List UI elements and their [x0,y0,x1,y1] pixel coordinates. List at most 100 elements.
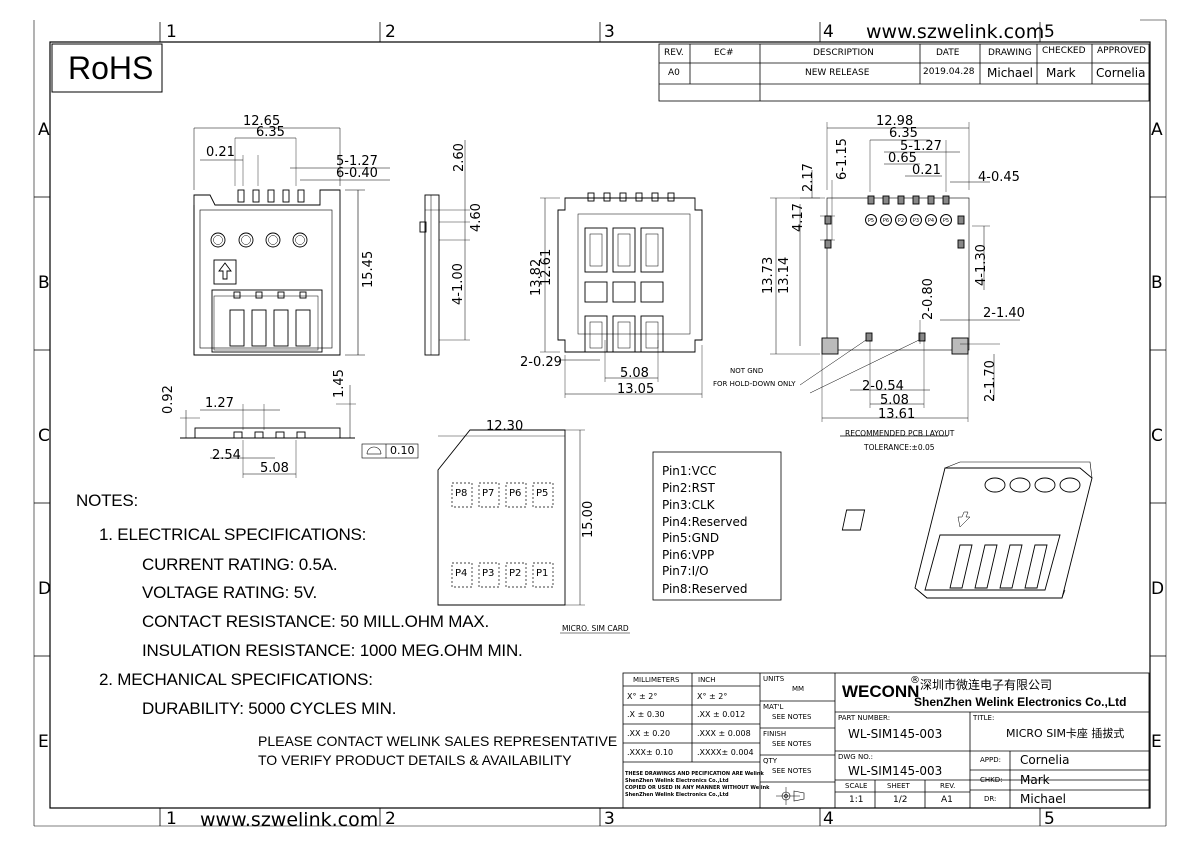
tb-tol-mm-4: .XXX± 0.10 [627,748,674,757]
dim-pcb-2-17: 2.17 [801,163,816,192]
tb-units-label: UNITS [763,675,785,683]
tb-scale-label: SCALE [845,782,868,790]
tb-appd-label: APPD: [980,756,1001,764]
zone-col-5: 5 [1044,22,1055,42]
tb-dwg-value: WL-SIM145-003 [848,764,943,778]
card-height: 15.00 [581,500,596,538]
notes-contact-1: PLEASE CONTACT WELINK SALES REPRESENTATI… [258,733,618,749]
rev-header-checked: CHECKED [1042,46,1086,56]
card-pad-p6: P6 [509,488,522,499]
tb-qty-value: SEE NOTES [772,767,812,775]
tb-dwg-label: DWG NO.: [838,753,874,761]
rev-header-drawing: DRAWING [988,48,1032,58]
watermark-bottom: www.szwelink.com [200,809,379,831]
card-pad-p7: P7 [482,488,495,499]
tb-tol-in-1: X° ± 2° [697,692,728,701]
dim-top-6-35: 6.35 [256,125,285,140]
zone-col-2: 2 [385,22,396,42]
dim-pcb-6-35: 6.35 [889,126,918,141]
zone-col-1-bottom: 1 [166,809,177,829]
zone-col-4-bottom: 4 [823,809,834,829]
notes-contact-2: TO VERIFY PRODUCT DETAILS & AVAILABILITY [258,752,572,768]
dim-pcb-0-21: 0.21 [912,163,941,178]
card-width: 12.30 [486,419,524,434]
title-block-grid [622,672,1150,809]
dim-pcb-2-1-40: 2-1.40 [983,306,1025,321]
notes-s1-item-2: VOLTAGE RATING: 5V. [142,583,318,602]
pinout-5: Pin5:GND [662,531,720,545]
pcb-pin-circle: P4 [925,214,937,226]
zone-col-2-bottom: 2 [385,809,396,829]
dim-bottom-12-61: 12.61 [539,248,554,286]
card-pad-p8: P8 [455,488,468,499]
card-pad-p3: P3 [482,568,495,579]
pcb-note-line2: FOR HOLD-DOWN ONLY [713,380,796,388]
dim-front-1-27: 1.27 [205,396,234,411]
dim-front-5-08: 5.08 [260,461,289,476]
tb-inch-header: INCH [698,676,716,684]
dim-top-pin-width: 6-0.40 [336,166,378,181]
rev-row-checked: Mark [1046,66,1076,80]
notes-s1-item-4: INSULATION RESISTANCE: 1000 MEG.OHM MIN. [142,641,523,660]
dim-pcb-13-73: 13.73 [761,256,776,294]
top-view [193,127,390,356]
tb-tol-in-2: .XX ± 0.012 [697,710,746,719]
tb-qty-label: QTY [763,757,778,765]
tb-company-en: ShenZhen Welink Electronics Co.,Ltd [914,695,1127,709]
pcb-note-line1: NOT GND [730,367,764,375]
rev-row-date: 2019.04.28 [923,67,975,77]
tb-brand: WECONN [842,682,920,701]
tb-scale-value: 1:1 [849,795,864,805]
dim-bottom-13-05: 13.05 [617,382,655,397]
dim-bottom-2-0-29: 2-0.29 [520,355,562,370]
dim-pcb-4-0-45: 4-0.45 [978,170,1020,185]
zone-col-3-bottom: 3 [604,809,615,829]
zone-row-c: C [38,426,50,446]
dim-pcb-2-0-54: 2-0.54 [862,379,904,394]
dim-side-4-1-00: 4-1.00 [451,263,466,305]
rev-header-ec: EC# [714,48,734,58]
dim-pcb-4-17: 4.17 [791,203,806,232]
zone-row-e-right: E [1151,732,1162,752]
dim-pcb-0-65: 0.65 [888,151,917,166]
pcb-tolerance: TOLERANCE:±0.05 [864,443,935,452]
rev-row-description: NEW RELEASE [805,68,870,78]
tb-finish-value: SEE NOTES [772,740,812,748]
rev-header-date: DATE [936,48,960,58]
micro-sim-card [437,429,630,634]
pcb-caption: RECOMMENDED PCB LAYOUT [845,429,955,438]
zone-row-d: D [38,579,52,599]
notes-section-1: 1. ELECTRICAL SPECIFICATIONS: [99,525,367,544]
rev-header-rev: REV. [664,48,684,58]
dim-top-0-21: 0.21 [206,145,235,160]
pinout-2: Pin2:RST [662,481,715,495]
zone-row-b-right: B [1151,273,1163,293]
dim-front-0-92: 0.92 [161,385,176,414]
zone-row-c-right: C [1151,426,1163,446]
dim-pcb-13-61: 13.61 [878,407,916,422]
pinout-1: Pin1:VCC [662,464,717,478]
zone-col-5-bottom: 5 [1044,809,1055,829]
tb-sheet-label: SHEET [887,782,910,790]
rev-row-rev: A0 [668,68,680,78]
side-view [419,140,470,356]
pcb-pin-circle: P6 [880,214,892,226]
tb-tol-mm-3: .XX ± 0.20 [627,729,671,738]
tb-title-value: MICRO SIM卡座 插拔式 [1006,727,1125,740]
tb-rev-label: REV. [940,782,956,790]
notes-section-2: 2. MECHANICAL SPECIFICATIONS: [99,670,373,689]
pinout-4: Pin4:Reserved [662,515,748,529]
dim-pcb-5-08: 5.08 [880,393,909,408]
tb-disclaimer-1: THESE DRAWINGS AND PECIFICATION ARE Weli… [625,771,764,777]
front-view [180,385,419,478]
zone-row-a-right: A [1151,120,1163,140]
zone-row-d-right: D [1151,579,1165,599]
tb-chkd-value: Mark [1020,773,1050,787]
tb-sheet-value: 1/2 [893,795,908,805]
dim-pcb-4-1-30: 4-1.30 [974,244,989,286]
zone-col-4: 4 [823,22,834,42]
zone-ticks [34,22,1166,826]
tb-disclaimer-2: ShenZhen Welink Electronics Co.,Ltd [625,778,729,784]
tb-disclaimer-4: ShenZhen Welink Electronics Co.,Ltd [625,792,729,798]
dim-pcb-6-1-15: 6-1.15 [835,138,850,180]
